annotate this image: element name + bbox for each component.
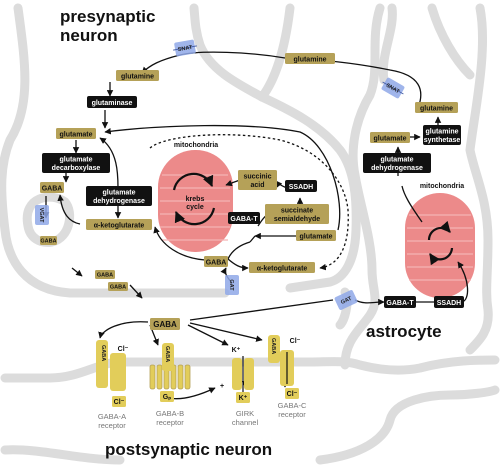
vgat-label: VGAT [38, 208, 44, 224]
cell-membranes [0, 3, 500, 465]
gaba-b-name-line1: GABA-B [156, 409, 184, 418]
snat-top-label: SNAT [177, 45, 193, 54]
gaba-b-name-line2: receptor [156, 418, 184, 427]
gat-pre-label: GAT [228, 279, 234, 291]
alpha-kg-mid: α-ketoglutarate [257, 266, 308, 273]
glutamate-astro: glutamate [373, 136, 406, 143]
dashed-loop [149, 134, 349, 271]
gad-line1: glutamate [59, 157, 92, 164]
krebs-line2: cycle [186, 204, 204, 211]
gaba-cleft-2: GABA [110, 285, 126, 291]
glutamate-pre: glutamate [59, 132, 92, 139]
gaba-c-receptor: GABA Cl⁻ Cl⁻ GABA-C receptor [268, 335, 307, 419]
glutaminase: glutaminase [92, 100, 133, 107]
glutamate-mid: glutamate [299, 234, 332, 241]
gaba-mid: GABA [206, 260, 227, 267]
astrocyte-title: astrocyte [366, 322, 442, 341]
gaba-pre: GABA [42, 186, 63, 193]
ssadh-astro: SSADH [437, 300, 462, 307]
glutamine-synthetase-line2: synthetase [424, 137, 461, 144]
gat-astro-label: GAT [340, 296, 353, 306]
presynaptic-title-line1: presynaptic [60, 7, 155, 26]
girk-channel: + K⁺ K⁺ GIRK channel [220, 347, 259, 427]
girk-plus: + [220, 383, 224, 390]
succinic-acid-line2: acid [250, 182, 264, 189]
girk-name-line2: channel [232, 418, 259, 427]
gaba-c-ion-bottom: Cl⁻ [287, 391, 298, 398]
glutamine-top: glutamine [293, 57, 326, 64]
gat-astro-transporter: GAT [334, 290, 358, 310]
gaba-c-name-line1: GABA-C [278, 401, 307, 410]
gaba-a-tag: GABA [100, 345, 106, 361]
gabat-pre: GABA-T [230, 216, 258, 223]
alpha-kg-pre: α-ketoglutarate [94, 223, 145, 230]
vgat-transporter: VGAT [35, 205, 49, 225]
gaba-c-tag: GABA [270, 338, 276, 354]
mitochondria-astro-label: mitochondria [420, 183, 464, 190]
gaba-b-protein: Gₚ [163, 394, 171, 401]
gat-pre-transporter: GAT [225, 275, 239, 295]
glutamine-pre: glutamine [121, 74, 154, 81]
gdh-astro-line1: glutamate [380, 157, 413, 164]
gdh-astro-line2: dehydrogenase [371, 165, 423, 172]
glutamine-synthetase-line1: glutamine [425, 129, 458, 136]
gaba-cleft-1: GABA [97, 273, 113, 279]
mitochondria-pre-label: mitochondria [174, 142, 218, 149]
gdh-pre-line2: dehydrogenase [93, 198, 145, 205]
gaba-b-tag: GABA [164, 346, 170, 362]
ssadh-pre: SSADH [289, 184, 314, 191]
krebs-line1: krebs [186, 196, 205, 203]
gaba-vesicle: GABA [40, 239, 56, 245]
gdh-pre-line1: glutamate [102, 190, 135, 197]
gaba-c-ion-top: Cl⁻ [290, 338, 301, 345]
glutamine-astro: glutamine [420, 106, 453, 113]
girk-name-line1: GIRK [236, 409, 254, 418]
gad-line2: decarboxylase [52, 165, 101, 172]
gaba-a-name-line2: receptor [98, 421, 126, 430]
gaba-a-receptor: GABA Cl⁻ Cl⁻ GABA-A receptor [96, 340, 129, 430]
postsynaptic-title: postsynaptic neuron [105, 440, 272, 459]
succinate-semialdehyde-line2: semialdehyde [274, 216, 320, 223]
snat-top-transporter: SNAT [173, 39, 197, 57]
presynaptic-mitochondrion [158, 150, 233, 252]
gaba-a-ion-top: Cl⁻ [118, 346, 129, 353]
girk-ion-top: K⁺ [232, 347, 241, 354]
gaba-cleft-main: GABA [153, 320, 177, 329]
succinate-semialdehyde-line1: succinate [281, 208, 313, 215]
gaba-a-name-line1: GABA-A [98, 412, 126, 421]
gaba-c-name-line2: receptor [278, 410, 306, 419]
cycle-icon [427, 220, 454, 266]
krebs-cycle-icon [172, 172, 216, 226]
presynaptic-title-line2: neuron [60, 26, 118, 45]
girk-ion-bottom: K⁺ [239, 395, 248, 402]
gaba-a-ion-bottom: Cl⁻ [114, 399, 125, 406]
astrocyte-mitochondrion [405, 193, 475, 298]
gabat-astro: GABA-T [386, 300, 414, 307]
succinic-acid-line1: succinic [243, 174, 271, 181]
gaba-b-receptor: GABA Gₚ GABA-B receptor [149, 343, 191, 427]
snat-astro-transporter: SNAT [381, 77, 405, 99]
